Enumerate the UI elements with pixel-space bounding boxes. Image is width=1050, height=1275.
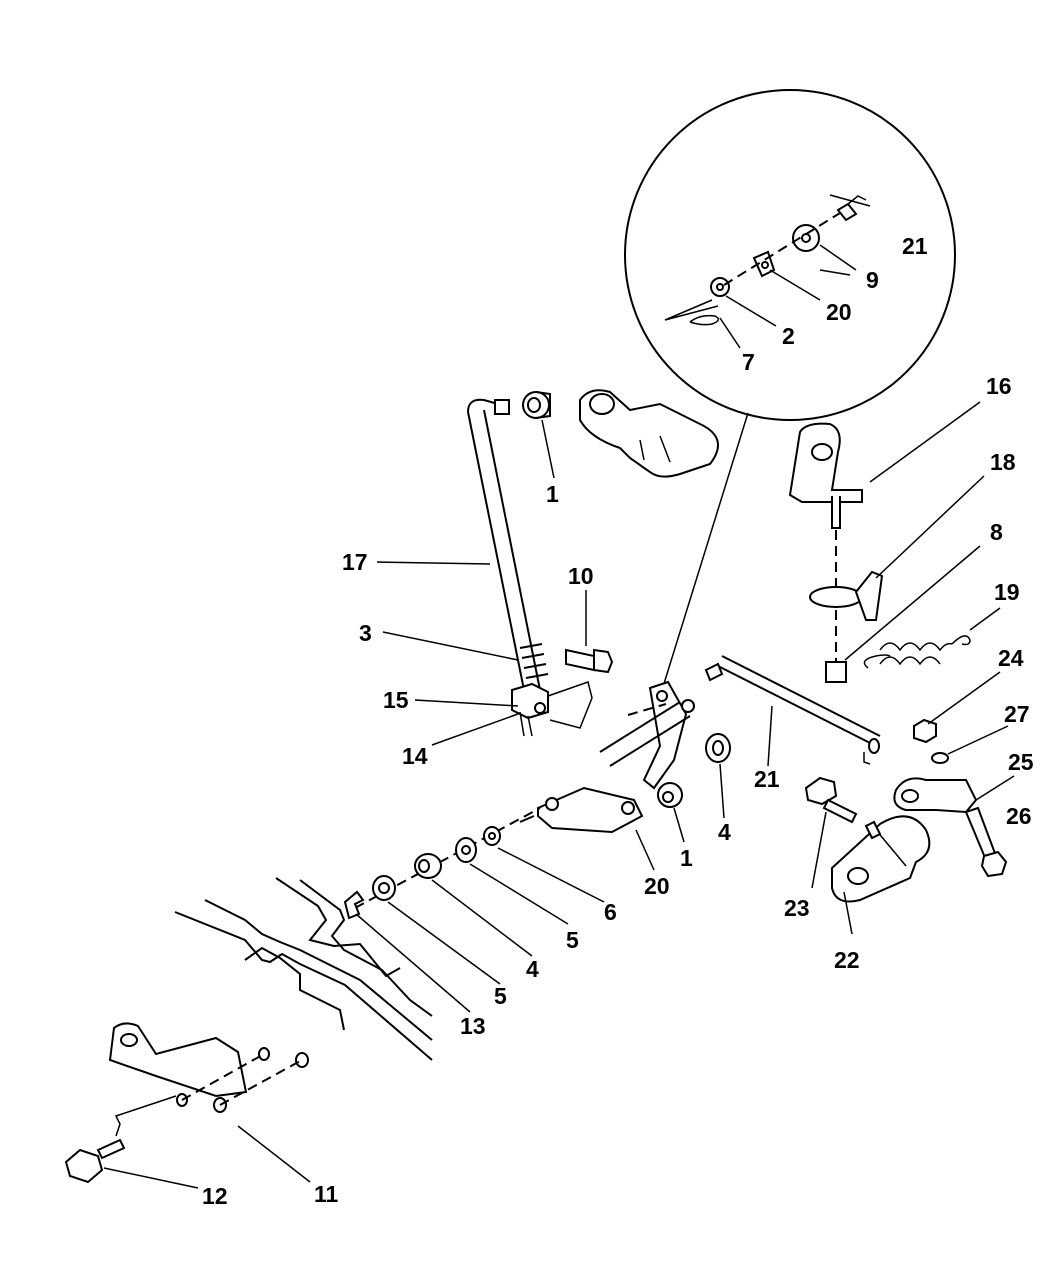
callout-6: 6 [604, 899, 617, 925]
part-18 [809, 570, 884, 621]
callout-9: 9 [866, 267, 879, 293]
callout-16: 16 [986, 373, 1012, 399]
callout-25: 25 [1008, 749, 1034, 775]
callout-2: 2 [782, 323, 795, 349]
clamp-15 [511, 681, 593, 737]
nut-24 [913, 718, 937, 744]
callout-23: 23 [784, 895, 810, 921]
callout-21-main: 21 [754, 766, 780, 792]
callout-3: 3 [359, 620, 372, 646]
detail-inset [624, 89, 956, 691]
callout-17: 17 [342, 549, 368, 575]
callout-20-main: 20 [644, 873, 670, 899]
callout-5-lower: 5 [494, 983, 507, 1009]
callout-21-inset: 21 [902, 233, 928, 259]
callouts: 1 1 2 3 4 4 5 5 6 7 8 9 10 11 12 13 14 1… [202, 233, 1034, 1209]
callout-19: 19 [994, 579, 1020, 605]
callout-15: 15 [383, 687, 409, 713]
nut-8 [825, 661, 847, 683]
callout-13: 13 [460, 1013, 486, 1039]
callout-11: 11 [314, 1181, 339, 1207]
bushing-1-lower [657, 782, 683, 808]
callout-14: 14 [402, 743, 428, 769]
bracket-11 [108, 1022, 309, 1137]
shift-housing [579, 389, 719, 478]
bolt-26 [964, 806, 1008, 878]
leader-lines [103, 194, 1015, 1189]
callout-27: 27 [1004, 701, 1030, 727]
spring-19 [863, 635, 971, 669]
bracket-16 [788, 422, 863, 665]
washer-27 [931, 752, 949, 764]
callout-1-top: 1 [546, 481, 559, 507]
callout-4-upper: 4 [718, 819, 731, 845]
lever-20 [537, 680, 695, 834]
callout-8: 8 [990, 519, 1003, 545]
callout-12: 12 [202, 1183, 228, 1209]
callout-18: 18 [990, 449, 1016, 475]
callout-4-lower: 4 [526, 956, 539, 982]
callout-22: 22 [834, 947, 860, 973]
bracket-25 [893, 777, 978, 814]
bushing-4-upper [705, 733, 731, 763]
callout-24: 24 [998, 645, 1024, 671]
bracket-22 [831, 815, 931, 903]
callout-26: 26 [1006, 803, 1032, 829]
rod-17 [467, 398, 549, 691]
frame [174, 877, 433, 1061]
callout-7: 7 [742, 349, 755, 375]
bolt-23 [804, 776, 858, 824]
callout-20-inset: 20 [826, 299, 852, 325]
callout-10: 10 [568, 563, 594, 589]
callout-1-lower: 1 [680, 845, 693, 871]
bolt-10 [565, 648, 614, 674]
washer-stack [343, 807, 541, 920]
bolt-12 [64, 1138, 126, 1184]
rod-21 [704, 655, 881, 765]
bushing-1-top [522, 391, 551, 419]
callout-5-upper: 5 [566, 927, 579, 953]
